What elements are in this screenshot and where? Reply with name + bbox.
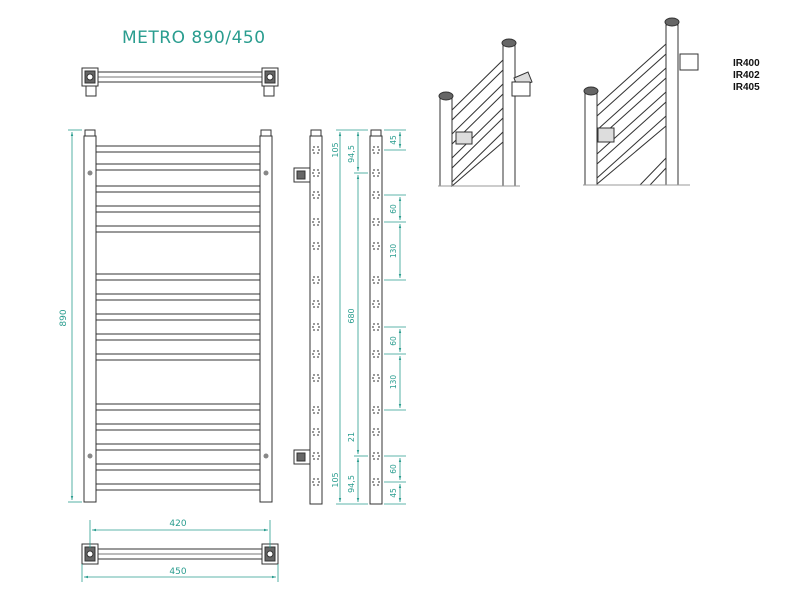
model-codes: IR400 IR402 IR405	[733, 58, 760, 94]
bar-section-marker	[372, 452, 380, 460]
radiator-bar	[95, 423, 261, 431]
radiator-bar	[95, 483, 261, 491]
radiator-bar	[95, 293, 261, 301]
dimension-label: 450	[169, 567, 186, 577]
radiator-bar	[95, 205, 261, 213]
bar-section-marker	[312, 276, 320, 284]
dimension-label: 105	[331, 472, 340, 487]
radiator-bar	[95, 313, 261, 321]
bar-section-marker	[312, 323, 320, 331]
dimension-label: 420	[169, 519, 186, 529]
radiator-bar	[95, 185, 261, 193]
radiator-bar	[95, 463, 261, 471]
dimension-label: 60	[389, 204, 398, 214]
radiator-bar	[95, 353, 261, 361]
radiator-bar	[95, 163, 261, 171]
radiator-bar	[95, 145, 261, 153]
bar-section-marker	[372, 218, 380, 226]
bar-section-marker	[312, 242, 320, 250]
bar-section-marker	[372, 374, 380, 382]
model-code: IR400	[733, 58, 760, 69]
bar-section-marker	[372, 428, 380, 436]
bar-section-marker	[312, 452, 320, 460]
bar-section-marker	[372, 242, 380, 250]
bar-section-marker	[312, 191, 320, 199]
dimension-label: 21	[347, 432, 356, 442]
bar-section-marker	[372, 323, 380, 331]
radiator-bar	[95, 333, 261, 341]
bar-section-marker	[312, 374, 320, 382]
radiator-bar	[95, 443, 261, 451]
detail-view-right	[583, 17, 699, 186]
bar-section-marker	[312, 146, 320, 154]
radiator-bar	[95, 403, 261, 411]
dimension-label: 60	[389, 464, 398, 474]
bar-section-marker	[372, 276, 380, 284]
dimension-height	[68, 129, 82, 503]
top-view-lower	[81, 543, 279, 565]
dimension-label: 94,5	[347, 475, 356, 493]
dimension-label: 680	[347, 308, 356, 323]
dimension-widths	[81, 520, 279, 582]
bar-section-marker	[372, 478, 380, 486]
bar-section-marker	[372, 300, 380, 308]
model-code: IR405	[733, 82, 760, 93]
side-view-dimensioned	[369, 129, 383, 505]
dimension-label: 94,5	[347, 145, 356, 163]
bar-section-marker	[312, 428, 320, 436]
side-view	[293, 129, 323, 505]
dimension-label: 890	[59, 309, 69, 326]
model-code: IR402	[733, 70, 760, 81]
dimension-label: 130	[389, 244, 398, 259]
dimension-label: 130	[389, 375, 398, 390]
radiator-bar	[95, 225, 261, 233]
bar-section-marker	[312, 406, 320, 414]
bar-section-marker	[372, 406, 380, 414]
dimension-label: 60	[389, 336, 398, 346]
dimension-label: 45	[389, 488, 398, 498]
dimension-label: 105	[331, 142, 340, 157]
bar-section-marker	[372, 191, 380, 199]
page-title: METRO 890/450	[122, 28, 266, 48]
bar-section-marker	[312, 169, 320, 177]
detail-view-left	[438, 38, 533, 188]
bar-section-marker	[312, 218, 320, 226]
bar-section-marker	[372, 169, 380, 177]
dimension-side-right	[384, 129, 406, 505]
dimension-label: 45	[389, 135, 398, 145]
radiator-bar	[95, 273, 261, 281]
dimension-side-left	[336, 129, 368, 505]
bar-section-marker	[372, 350, 380, 358]
bar-section-marker	[312, 300, 320, 308]
bar-section-marker	[312, 350, 320, 358]
bar-section-marker	[312, 478, 320, 486]
top-view-upper	[81, 67, 279, 97]
front-view	[83, 129, 273, 503]
bar-section-marker	[372, 146, 380, 154]
